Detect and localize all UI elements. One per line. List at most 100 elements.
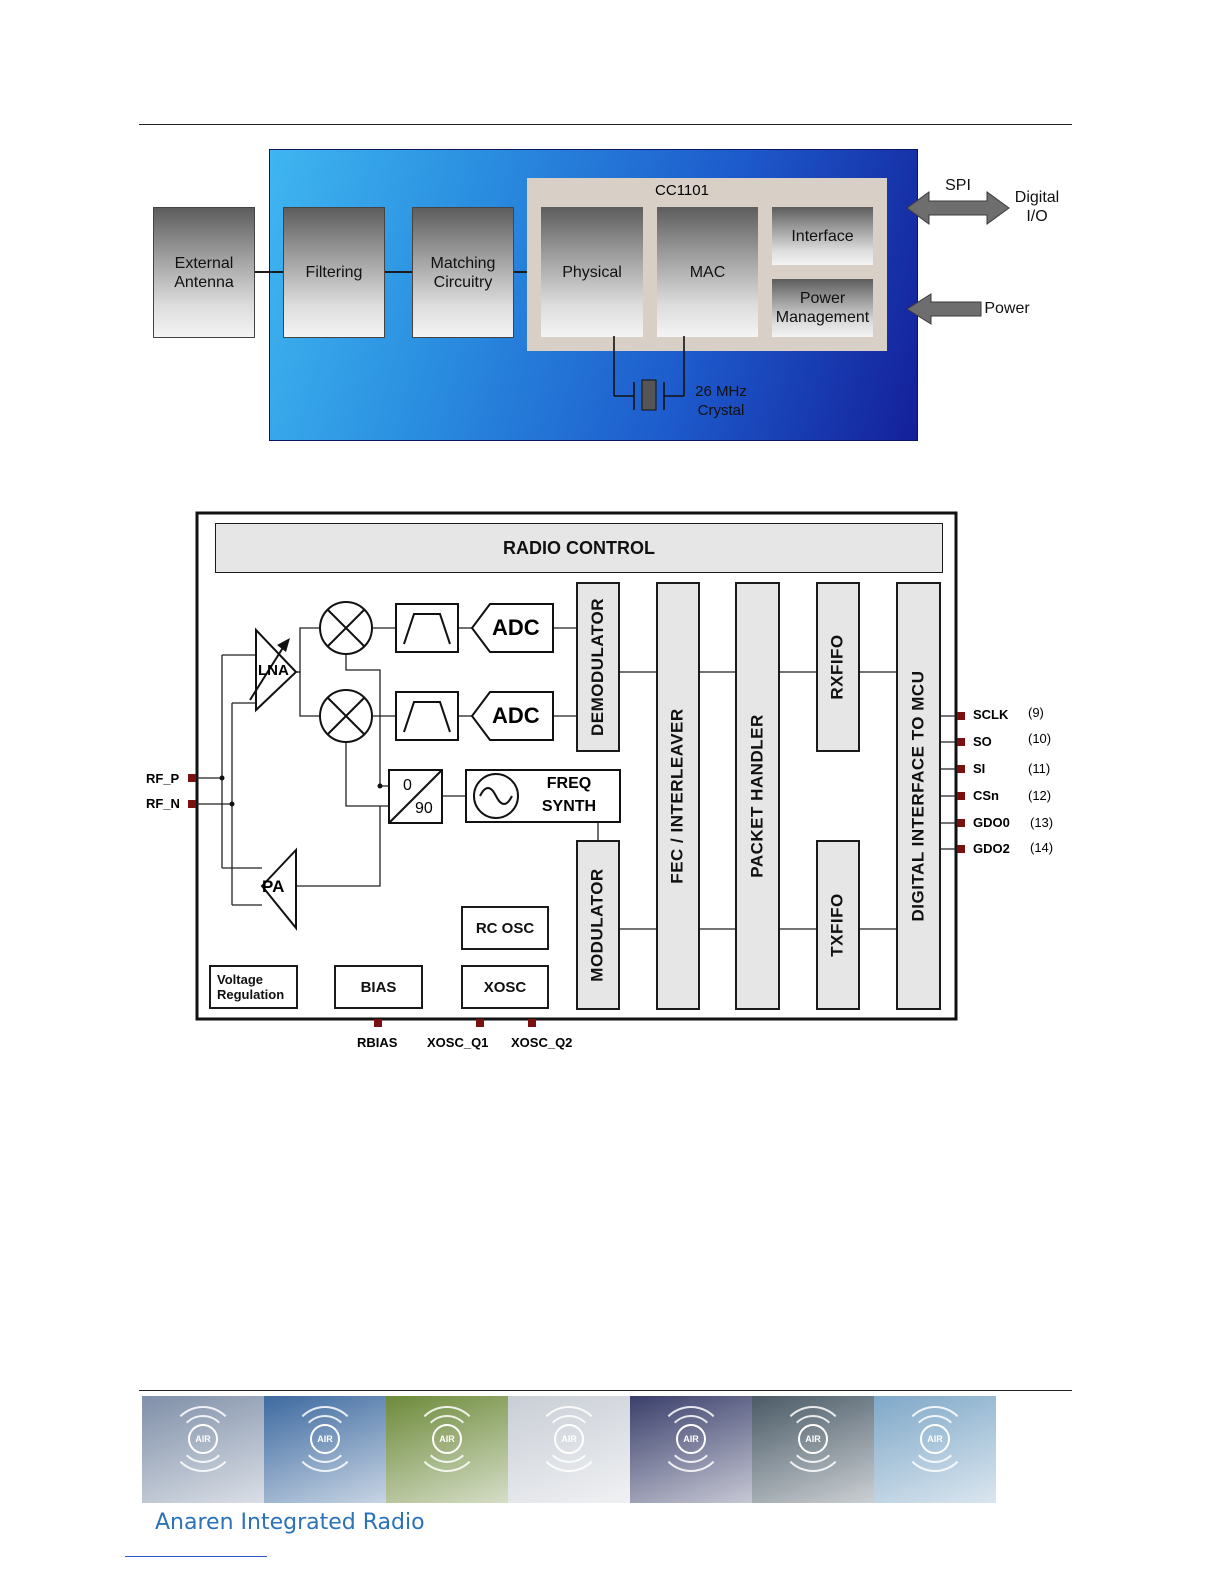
- connector-line: [255, 271, 283, 273]
- gdo0-pad: [957, 819, 965, 827]
- gdo0-label: GDO0: [973, 815, 1010, 830]
- chip-title: CC1101: [655, 182, 709, 199]
- signal-ring-icon: [902, 1405, 968, 1472]
- air-badge-icon: AIR: [188, 1423, 218, 1454]
- top-rule: [139, 124, 1072, 125]
- rf-p-label: RF_P: [146, 771, 180, 786]
- signal-ring-icon: [170, 1405, 236, 1472]
- interface-block: Interface: [772, 207, 873, 265]
- pa-label: PA: [262, 877, 285, 896]
- so-label: SO: [973, 734, 992, 749]
- rf-p-pad: [188, 774, 196, 782]
- txfifo-label: TXFIFO: [828, 893, 848, 957]
- freq-synth-label: FREQ SYNTH: [541, 775, 597, 815]
- digital-io-label: Digital I/O: [1014, 189, 1060, 225]
- voltage-regulation-block: Voltage Regulation: [209, 965, 298, 1009]
- signal-ring-icon: [414, 1405, 480, 1472]
- signal-ring-icon: [292, 1405, 358, 1472]
- sclk-label: SCLK: [973, 707, 1009, 722]
- mac-block: MAC: [657, 207, 758, 337]
- filtering-block: Filtering: [283, 207, 385, 338]
- csn-label: CSn: [973, 788, 999, 803]
- packet-handler-block: PACKET HANDLER: [735, 582, 780, 1010]
- si-label: SI: [973, 761, 986, 776]
- banner-photo-tile: AIR: [142, 1396, 264, 1503]
- gdo2-pad: [957, 845, 965, 853]
- signal-ring-icon: [658, 1405, 724, 1472]
- banner-photo-tile: AIR: [874, 1396, 996, 1503]
- rf-n-pad: [188, 800, 196, 808]
- power-label: Power: [984, 300, 1030, 317]
- power-management-block: Power Management: [772, 279, 873, 337]
- power-arrow: [906, 293, 982, 325]
- demodulator-label: DEMODULATOR: [588, 597, 607, 737]
- rc-osc-block: RC OSC: [461, 906, 549, 950]
- so-pad: [957, 738, 965, 746]
- external-antenna-block: External Antenna: [153, 207, 255, 338]
- rxfifo-label: RXFIFO: [828, 634, 847, 700]
- banner-photo-tile: AIR: [264, 1396, 386, 1503]
- xosc-q1-pad: [476, 1019, 484, 1027]
- xosc-q2-pad: [528, 1019, 536, 1027]
- footer-rule: [139, 1390, 1072, 1391]
- xosc-block: XOSC: [461, 965, 549, 1009]
- connector-line: [514, 271, 527, 273]
- signal-ring-icon: [536, 1405, 602, 1472]
- rf-n-label: RF_N: [146, 796, 180, 811]
- rbias-pad: [374, 1019, 382, 1027]
- xosc-q1-label: XOSC_Q1: [427, 1035, 489, 1050]
- si-pin-number: (11): [1028, 761, 1051, 776]
- modulator-block: MODULATOR: [576, 840, 620, 1010]
- banner-photo-tile: AIR: [386, 1396, 508, 1503]
- air-badge-icon: AIR: [676, 1423, 706, 1454]
- sclk-pad: [957, 712, 965, 720]
- footer-link-line: [125, 1556, 267, 1557]
- air-badge-icon: AIR: [798, 1423, 828, 1454]
- radio-control-block: RADIO CONTROL: [215, 523, 943, 573]
- packet-handler-label: PACKET HANDLER: [747, 714, 767, 878]
- physical-block: Physical: [541, 207, 643, 337]
- brand-name: Anaren Integrated Radio: [155, 1510, 425, 1535]
- fec-interleaver-label: FEC / INTERLEAVER: [668, 708, 687, 884]
- spi-label: SPI: [945, 177, 971, 194]
- gdo2-pin-number: (14): [1030, 840, 1054, 855]
- footer-banner: AIR AIR AIR AIR AIR AIR AIR: [142, 1396, 996, 1503]
- adc-bottom-label: ADC: [492, 703, 540, 728]
- air-badge-icon: AIR: [432, 1423, 462, 1454]
- gdo0-pin-number: (13): [1030, 815, 1054, 830]
- air-badge-icon: AIR: [310, 1423, 340, 1454]
- csn-pin-number: (12): [1028, 788, 1052, 803]
- demodulator-block: DEMODULATOR: [576, 582, 620, 752]
- air-badge-icon: AIR: [554, 1423, 584, 1454]
- rxfifo-block: RXFIFO: [816, 582, 860, 752]
- digital-interface-label: DIGITAL INTERFACE TO MCU: [908, 670, 928, 922]
- txfifo-block: TXFIFO: [816, 840, 860, 1010]
- crystal-circuit: [613, 336, 685, 411]
- banner-photo-tile: AIR: [630, 1396, 752, 1503]
- signal-ring-icon: [780, 1405, 846, 1472]
- xosc-q2-label: XOSC_Q2: [511, 1035, 573, 1050]
- adc-top-label: ADC: [492, 615, 540, 640]
- system-block-diagram: External Antenna Filtering Matching Circ…: [0, 0, 1225, 460]
- crystal-label: 26 MHz Crystal: [695, 383, 747, 419]
- digital-interface-block: DIGITAL INTERFACE TO MCU: [896, 582, 941, 1010]
- sclk-pin-number: (9): [1028, 705, 1044, 720]
- lna-label: LNA: [258, 662, 289, 679]
- phase-shift-0-label: 0: [403, 777, 412, 794]
- bias-block: BIAS: [334, 965, 423, 1009]
- air-badge-icon: AIR: [920, 1423, 950, 1454]
- rbias-label: RBIAS: [357, 1035, 398, 1050]
- fec-interleaver-block: FEC / INTERLEAVER: [656, 582, 700, 1010]
- connector-line: [385, 271, 412, 273]
- modulator-label: MODULATOR: [588, 868, 608, 982]
- banner-photo-tile: AIR: [752, 1396, 874, 1503]
- spi-double-arrow: [906, 191, 1010, 225]
- si-pad: [957, 765, 965, 773]
- csn-pad: [957, 792, 965, 800]
- phase-shift-90-label: 90: [415, 800, 433, 817]
- banner-photo-tile: AIR: [508, 1396, 630, 1503]
- gdo2-label: GDO2: [973, 841, 1010, 856]
- so-pin-number: (10): [1028, 731, 1052, 746]
- matching-circuitry-block: Matching Circuitry: [412, 207, 514, 338]
